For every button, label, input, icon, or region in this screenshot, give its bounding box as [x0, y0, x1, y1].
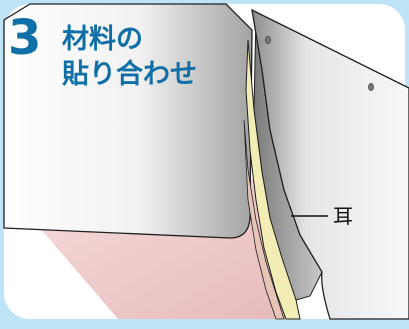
selvage-callout-label: 耳: [333, 204, 353, 228]
step-title-line-1: 材料の: [62, 24, 143, 55]
selvage-edge: [245, 39, 301, 320]
edge-lining-layer: [243, 119, 285, 320]
step-title-line-2: 貼り合わせ: [62, 59, 197, 90]
stitch-hole: [368, 83, 374, 91]
stitch-hole: [265, 36, 271, 44]
outer-sheet-left: [3, 3, 253, 239]
step-number: 3: [8, 10, 42, 66]
